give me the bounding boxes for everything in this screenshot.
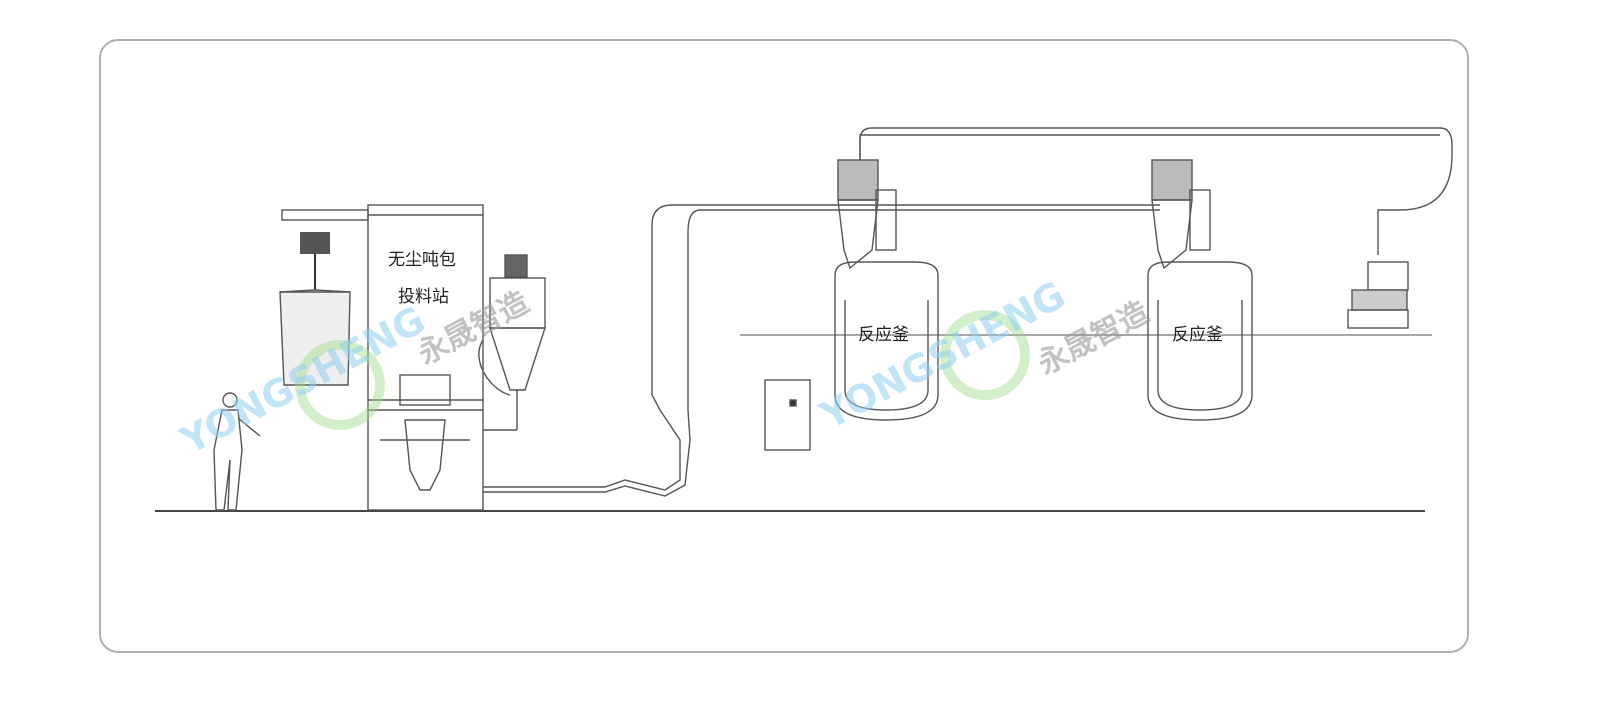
vacuum-feeder-2: [1151, 159, 1193, 270]
watermark-1: YONGSHENG 永晟智造: [173, 285, 535, 464]
station-label-line1: 无尘吨包: [388, 250, 456, 270]
watermark-en: YONGSHENG: [813, 273, 1073, 439]
hoist-crane: [281, 209, 369, 290]
ton-bag: [279, 289, 351, 386]
reactor-1-label: 反应釜: [858, 325, 909, 345]
feeding-station: [367, 204, 484, 511]
station-label-line2: 投料站: [398, 287, 449, 307]
dust-collector: [478, 254, 546, 431]
vacuum-feeder-1: [837, 159, 879, 270]
conveying-pipe: [483, 127, 1453, 497]
control-cabinet: [764, 379, 811, 451]
operator-figure: [213, 392, 261, 511]
frame: [99, 39, 1469, 653]
watermark-2: YONGSHENG 永晟智造: [813, 273, 1155, 439]
reactor-2: [1147, 189, 1253, 421]
reactor-1: [834, 189, 939, 421]
reactor-2-label: 反应釜: [1172, 325, 1223, 345]
vacuum-pump: [1347, 261, 1409, 329]
